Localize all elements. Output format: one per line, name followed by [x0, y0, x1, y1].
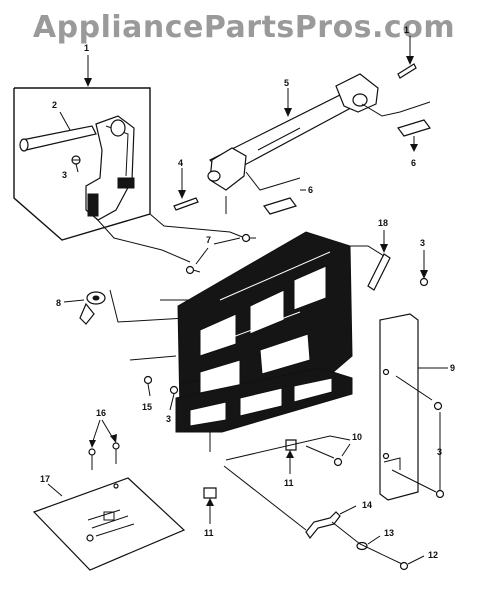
callout-9: 9: [450, 363, 455, 373]
callout-labels: 1 1 2 3 5 4 6 6 7 18 3 8 9 15 3 10 3 16 …: [40, 25, 455, 560]
callout-12: 12: [428, 550, 438, 560]
thread-guide-part-8: [63, 291, 106, 325]
callout-10: 10: [352, 432, 362, 442]
callout-2: 2: [52, 100, 57, 110]
callout-5: 5: [284, 78, 289, 88]
screws-7: [185, 233, 256, 275]
callout-8: 8: [56, 298, 61, 308]
needle-plate-part-17: [32, 419, 186, 571]
bumpers-11: [203, 432, 351, 524]
side-plate-part-9: [379, 313, 448, 501]
screw-icon: [71, 155, 81, 173]
callout-17: 17: [40, 474, 50, 484]
watermark-text: AppliancePartsPros.com: [32, 10, 456, 45]
main-casting: [175, 231, 353, 433]
arm-shaft-part-5: [173, 36, 431, 215]
callout-15: 15: [142, 402, 152, 412]
callout-1: 1: [404, 25, 409, 35]
rod-part-2: [21, 125, 97, 151]
callout-6b: 6: [411, 158, 416, 168]
inset-frame: [13, 87, 151, 241]
callout-6a: 6: [308, 185, 313, 195]
callout-7: 7: [206, 235, 211, 245]
callout-11a: 11: [284, 478, 294, 488]
guide-lines: [95, 213, 251, 323]
callout-1-inset: 1: [84, 43, 89, 53]
callout-16: 16: [96, 408, 106, 418]
latch-assembly: [223, 465, 425, 571]
screw-icon: [88, 442, 120, 470]
callout-14: 14: [362, 500, 372, 510]
lever-part-18: [350, 230, 429, 291]
inset-detail: [13, 55, 151, 241]
screws-left: [129, 355, 201, 411]
callout-3d: 3: [437, 447, 442, 457]
callout-3c: 3: [166, 414, 171, 424]
callout-3b: 3: [420, 238, 425, 248]
callout-13: 13: [384, 528, 394, 538]
callout-4: 4: [178, 158, 183, 168]
callout-18: 18: [378, 218, 388, 228]
callout-11b: 11: [204, 528, 214, 538]
callout-3a: 3: [62, 170, 67, 180]
